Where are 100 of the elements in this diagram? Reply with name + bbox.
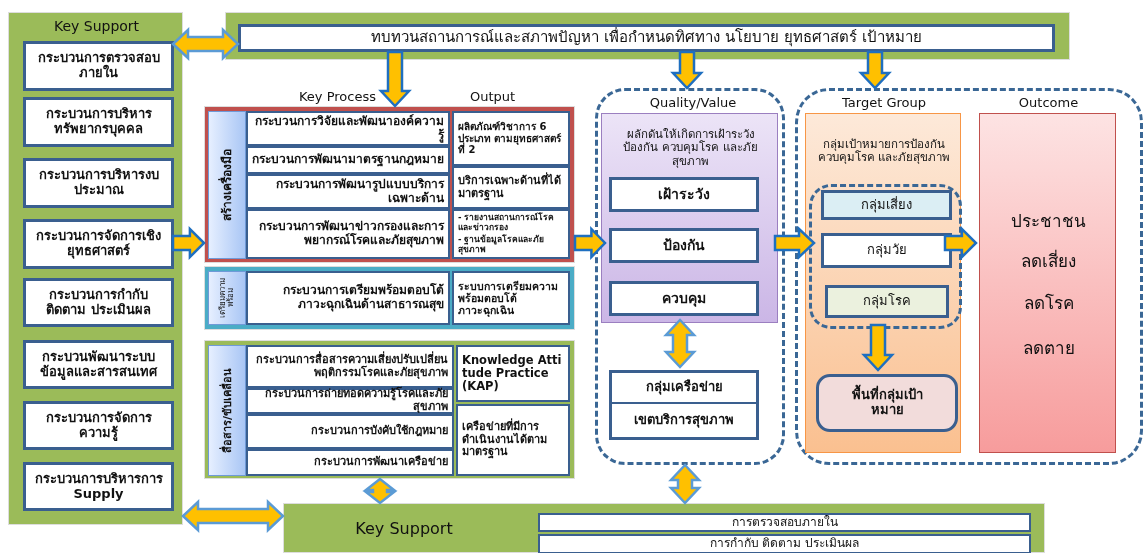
box-label: ระบบการเตรียมความพร้อมตอบโต้ภาวะฉุกเฉิน [457, 278, 559, 319]
block-arrow [858, 50, 892, 90]
column-heading: Key Process [298, 89, 377, 104]
process-box [246, 209, 450, 259]
tab-label: สื่อสาร/ขับเคลื่อน [219, 367, 235, 455]
banner-box [238, 24, 1055, 52]
block-arrow [943, 226, 978, 260]
process-box [23, 462, 174, 511]
group-box [825, 285, 949, 318]
box-label: ประชาชน [1010, 210, 1087, 234]
process-box [246, 449, 454, 476]
tab-label: เตรียมความพร้อม [217, 277, 236, 320]
box-label: Knowledge Attitude Practice (KAP) [461, 351, 563, 396]
box-label: - รายงานสถานการณ์โรคและข่าวกรอง [457, 212, 556, 234]
box-label: เขตบริการสุขภาพ [612, 402, 756, 437]
block-arrow [378, 50, 412, 108]
block-arrow [171, 226, 206, 260]
process-box [23, 401, 174, 450]
box-label: กระบวนการกำกับ ติดตาม ประเมินผล [45, 285, 152, 319]
value-box [601, 113, 778, 323]
box-label: บริการเฉพาะด้านที่ได้มาตรฐาน [457, 171, 562, 203]
network-box [609, 370, 759, 440]
dashed-group [809, 184, 962, 329]
process-box [246, 388, 454, 414]
process-box [246, 111, 450, 146]
box-label: เครือข่ายที่มีการดำเนินงานได้ตามมาตรฐาน [461, 417, 548, 461]
block-arrow [663, 318, 697, 369]
box-label: Key Support [52, 16, 141, 36]
dashed-group [795, 88, 1143, 465]
block-arrow [668, 463, 702, 505]
box-label: การตรวจสอบภายใน [730, 515, 839, 530]
box-label: การกำกับ ติดตาม ประเมินผล [708, 536, 861, 552]
box-label: พื้นที่กลุ่มเป้าหมาย [819, 377, 955, 429]
box-label: ผลิตภัณฑ์วิชาการ 6 ประเภท ตามยุทธศาสตร์ที่ 2 [457, 120, 563, 158]
item-box [609, 177, 759, 212]
box-label: กระบวนการจัดการความรู้ [44, 408, 153, 443]
process-box [23, 97, 174, 147]
side-tab [208, 345, 246, 476]
box-label: เฝ้าระวัง [657, 185, 711, 205]
output-box [452, 209, 570, 259]
heading: Quality/Value [648, 94, 738, 112]
group-frame [204, 340, 575, 479]
box-label: กลุ่มเครือข่าย [644, 378, 724, 397]
box-label: กระบวนการเตรียมพร้อมตอบโต้ภาวะฉุกเฉินด้านสาธารณสุข [282, 282, 445, 314]
side-tab [208, 111, 246, 259]
process-box [23, 219, 174, 269]
output-box [456, 404, 570, 476]
group-box [821, 190, 952, 220]
support-panel [8, 12, 183, 525]
box-label: Key Support [354, 517, 454, 540]
box-label: กระบวนการพัฒนารูปแบบบริการเฉพาะด้าน [275, 176, 446, 207]
box-label: กระบวนการพัฒนาข่าวกรองและการพยากรณ์โรคและภัยสุขภาพ [258, 218, 446, 250]
output-box [452, 271, 570, 325]
block-arrow [773, 226, 816, 260]
box-label: กระบวนการบริหารทรัพยากรบุคคล [44, 105, 153, 139]
dashed-group [595, 88, 785, 465]
process-box [246, 414, 454, 449]
sub-box [538, 513, 1031, 532]
process-box [246, 345, 454, 388]
sub-box [538, 534, 1031, 553]
column-heading: Output [468, 89, 517, 104]
box-label: ลดเสี่ยง [1020, 248, 1077, 274]
process-box [246, 271, 450, 325]
group-frame [204, 106, 575, 263]
block-arrow [573, 225, 607, 261]
box-label: กระบวนพัฒนาระบบข้อมูลและสารสนเทศ [39, 347, 159, 382]
box-label: กระบวนการตรวจสอบภายใน [36, 49, 161, 82]
block-arrow [670, 50, 704, 90]
group-box [821, 233, 952, 268]
process-box [246, 146, 450, 174]
box-label: กลุ่มเสี่ยง [860, 195, 913, 215]
box-label: ผลักดันให้เกิดการเฝ้าระวัง ป้องกัน ควบคุมโรค และภัยสุขภาพ [622, 126, 759, 170]
box-label: กลุ่มเป้าหมายการป้องกัน ควบคุมโรค และภัยสุขภาพ [816, 135, 952, 166]
item-box [609, 228, 759, 263]
box-label: ลดตาย [1021, 337, 1076, 361]
output-box [452, 111, 570, 166]
block-arrow [171, 27, 240, 61]
box-label: - ฐานข้อมูลโรคและภัยสุขภาพ [457, 234, 546, 256]
block-arrow [362, 477, 398, 505]
box-label: ลดโรค [1022, 292, 1075, 316]
box-label: กระบวนการสื่อสารความเสี่ยงปรับเปลี่ยนพฤติกรรมโรคและภัยสุขภาพ [255, 350, 449, 381]
process-box [23, 158, 174, 208]
box-label: กระบวนการจัดการเชิงยุทธศาสตร์ [35, 227, 162, 261]
heading: Target Group [841, 95, 927, 112]
group-frame [204, 266, 575, 330]
box-label: กลุ่มโรค [862, 292, 912, 311]
process-box [23, 278, 174, 327]
block-arrow [181, 499, 285, 533]
output-box [456, 345, 570, 402]
box-label: ควบคุม [661, 289, 707, 309]
box-label: ทบทวนสถานการณ์และสภาพปัญหา เพื่อกำหนดทิศทาง นโยบาย ยุทธศาสตร์ เป้าหมาย [370, 27, 923, 49]
heading: Outcome [1017, 95, 1080, 112]
box-label: กระบวนการบริหารงบประมาณ [37, 166, 160, 199]
block-arrow [861, 323, 895, 372]
tab-label: สร้างเครื่องมือ [218, 148, 235, 223]
box-label: กลุ่มวัย [865, 241, 908, 260]
item-box [609, 281, 759, 316]
box-label: ป้องกัน [662, 236, 706, 256]
side-tab [208, 271, 246, 325]
box-label: กระบวนการบังคับใช้กฎหมาย [310, 422, 449, 440]
